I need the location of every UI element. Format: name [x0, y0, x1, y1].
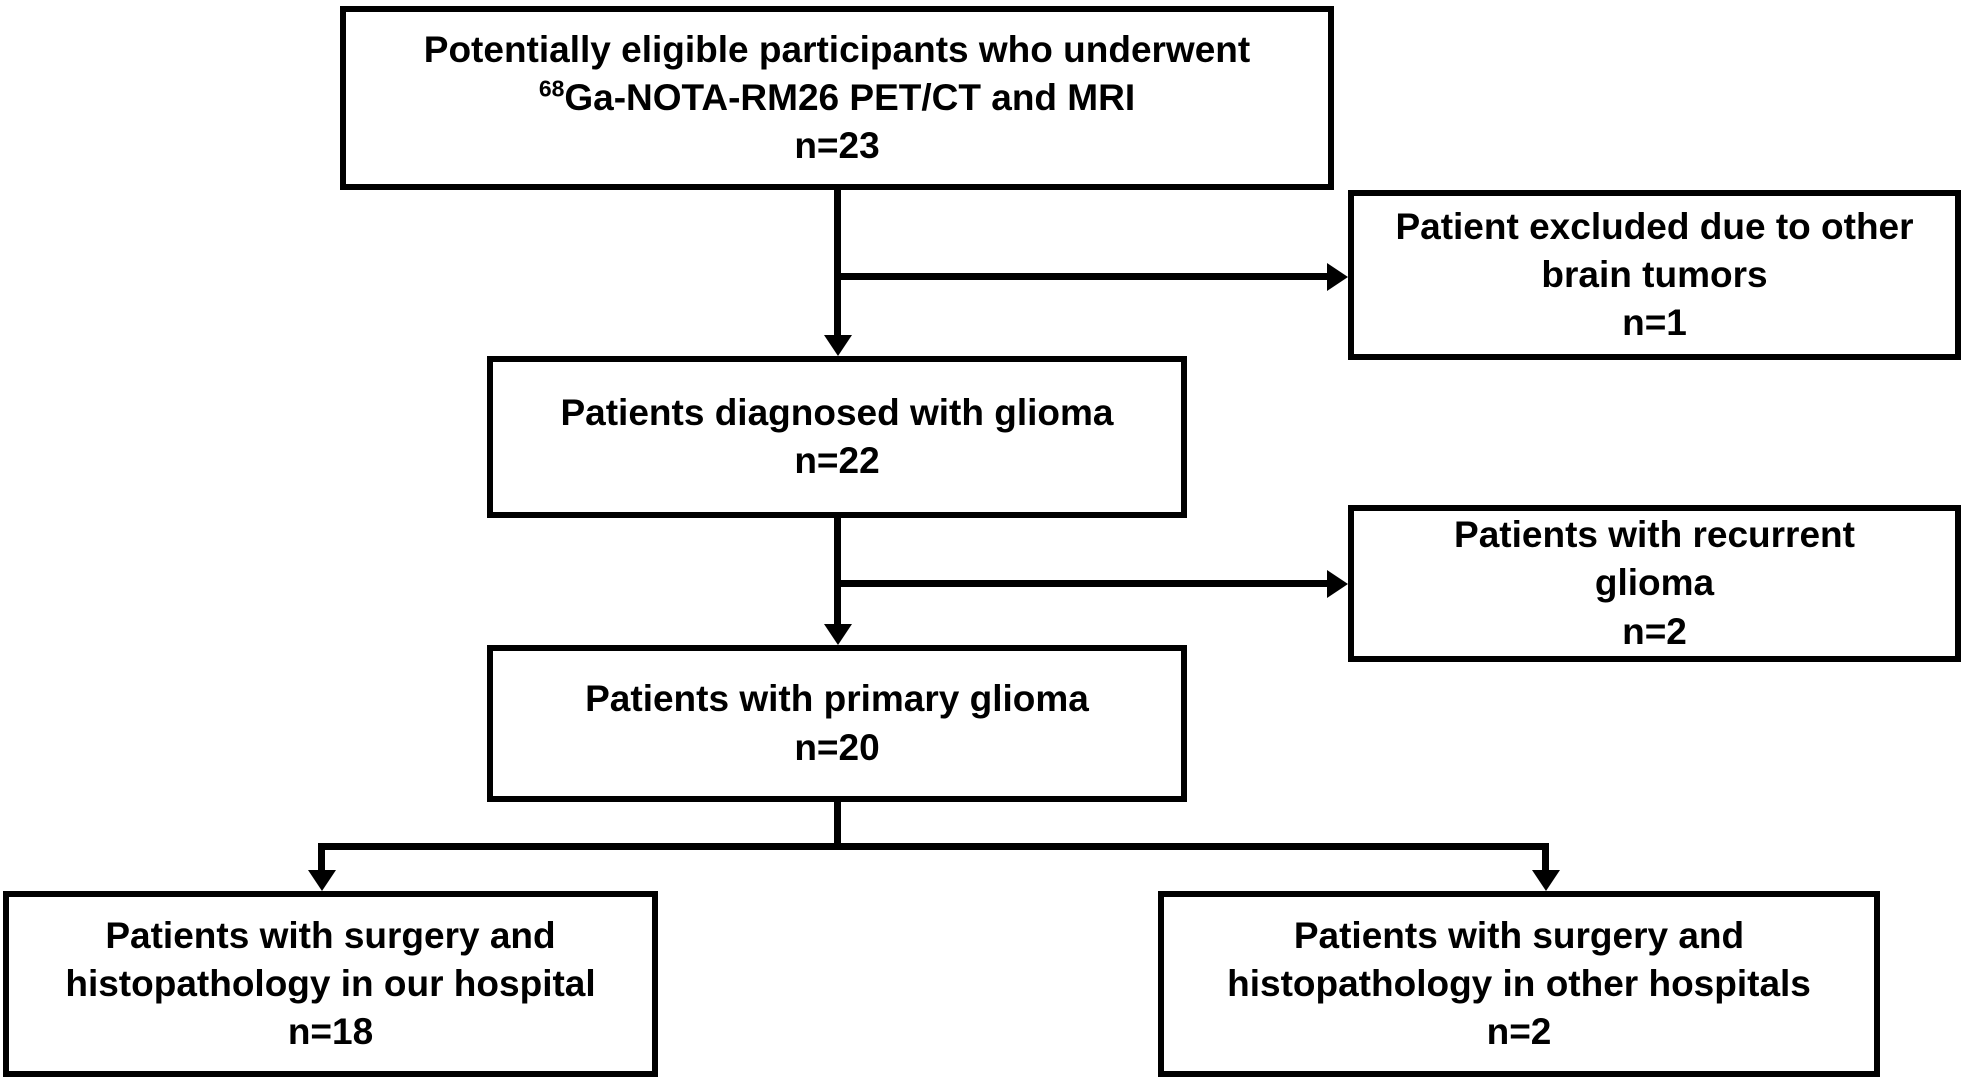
box-diagnosed-glioma: Patients diagnosed with glioma n=22	[487, 356, 1187, 518]
connector-split-to-other-hospitals	[1542, 843, 1549, 871]
box-surgery-other-hospitals: Patients with surgery and histopathology…	[1158, 891, 1880, 1077]
connector-branch-to-recurrent	[834, 580, 1330, 587]
box-eligible-line1: Potentially eligible participants who un…	[423, 28, 1251, 70]
box-diagnosed-count: n=22	[794, 440, 880, 481]
connector-split-to-our-hospital	[318, 843, 325, 871]
box-our-hospital-line2: histopathology in our hospital	[65, 962, 596, 1004]
arrowhead-into-diagnosed	[824, 335, 852, 356]
box-eligible-participants: Potentially eligible participants who un…	[340, 6, 1334, 190]
box-excluded-count: n=1	[1622, 302, 1687, 344]
box-recurrent-line1: Patients with recurrent	[1454, 514, 1855, 556]
box-primary-glioma: Patients with primary glioma n=20	[487, 645, 1187, 802]
box-primary-line1: Patients with primary glioma	[585, 678, 1089, 720]
box-diagnosed-line1: Patients diagnosed with glioma	[560, 391, 1114, 433]
box-our-hospital-line1: Patients with surgery and	[105, 914, 556, 956]
box-surgery-our-hospital: Patients with surgery and histopathology…	[3, 891, 658, 1077]
box-excluded-line2: brain tumors	[1541, 253, 1768, 295]
box-recurrent-line2: glioma	[1594, 562, 1715, 604]
box-other-hospitals-line1: Patients with surgery and	[1293, 914, 1745, 956]
box-eligible-count: n=23	[794, 125, 880, 167]
arrowhead-into-our-hospital	[308, 870, 336, 891]
box-recurrent-glioma: Patients with recurrent glioma n=2	[1348, 505, 1961, 662]
arrowhead-into-primary	[824, 624, 852, 645]
box-eligible-line2-text: Ga-NOTA-RM26 PET/CT and MRI	[564, 76, 1136, 118]
connector-eligible-to-diagnosed	[834, 190, 841, 336]
arrowhead-into-recurrent	[1327, 570, 1348, 598]
box-primary-count: n=20	[794, 726, 880, 768]
isotope-superscript: 68	[538, 75, 565, 102]
box-excluded-line1: Patient excluded due to other	[1395, 205, 1914, 247]
box-eligible-line2: 68Ga-NOTA-RM26 PET/CT and MRI	[539, 74, 1135, 122]
box-other-hospitals-count: n=2	[1486, 1011, 1552, 1053]
arrowhead-into-other-hospitals	[1532, 870, 1560, 891]
box-other-hospitals-line2: histopathology in other hospitals	[1227, 962, 1811, 1004]
connector-split-bar	[318, 843, 1549, 850]
box-our-hospital-count: n=18	[287, 1011, 374, 1053]
arrowhead-into-excluded	[1327, 263, 1348, 291]
box-excluded-brain-tumors: Patient excluded due to other brain tumo…	[1348, 190, 1961, 360]
connector-branch-to-excluded	[834, 273, 1330, 280]
connector-diagnosed-to-primary	[834, 518, 841, 626]
connector-primary-to-split	[834, 802, 841, 850]
box-recurrent-count: n=2	[1622, 610, 1687, 652]
